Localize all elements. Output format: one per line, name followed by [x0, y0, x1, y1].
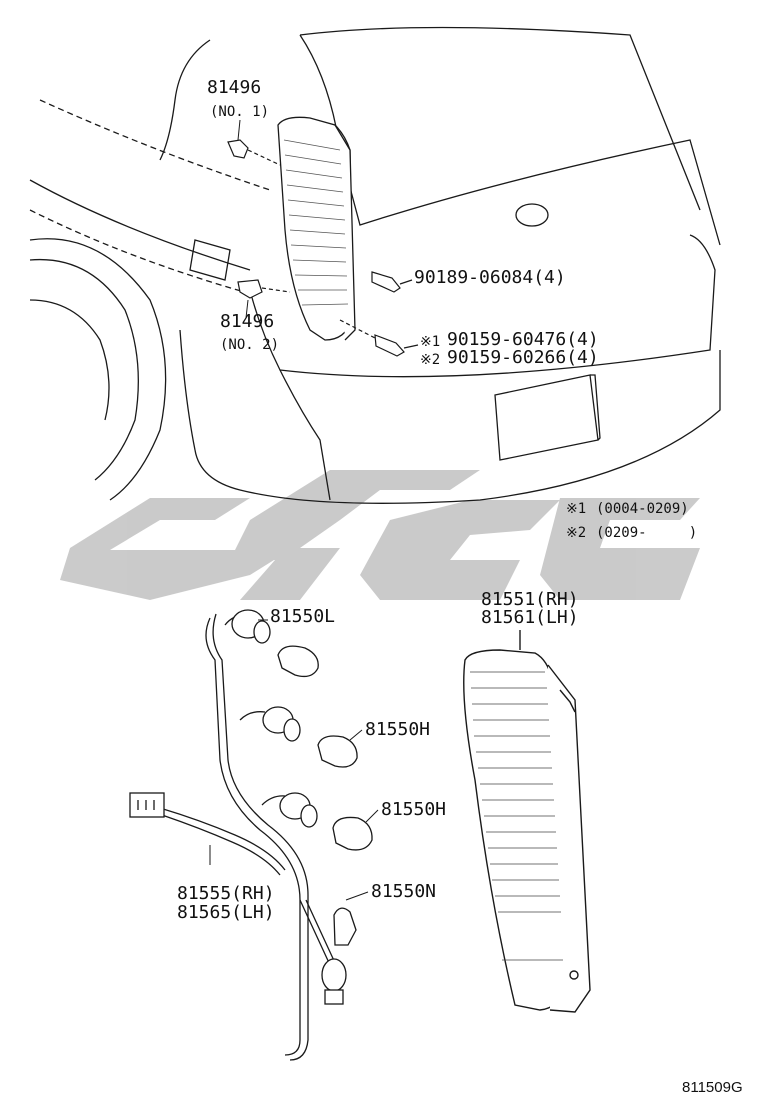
watermark-logo [60, 470, 700, 600]
leader-lines [209, 619, 379, 901]
screw-upper[interactable] [371, 271, 413, 293]
socket-2[interactable] [262, 706, 301, 742]
note-1-text: (0004-0209) [596, 501, 689, 517]
bracket-clip-no2[interactable] [237, 279, 291, 299]
note-1-mark: ※1 [566, 501, 587, 517]
bulb-81550L[interactable] [277, 645, 319, 678]
callout-81496-no2[interactable]: 81496 [220, 311, 275, 332]
figure-code: 811509G [682, 1079, 743, 1096]
callout-lens-lh[interactable]: 81561(LH) [481, 607, 579, 628]
bulb-81550H-upper[interactable] [317, 735, 358, 768]
callout-81496-no2-sub: (NO. 2) [220, 337, 280, 353]
note-2-text: (0209- ) [596, 525, 698, 541]
callout-harness-lh[interactable]: 81565(LH) [177, 902, 275, 923]
screw-lower[interactable] [339, 319, 419, 357]
callout-bulb-81550L[interactable]: 81550L [270, 606, 336, 627]
mark-2: ※2 [420, 352, 441, 368]
rear-lamp-on-vehicle [277, 116, 356, 341]
callout-bulb-81550N[interactable]: 81550N [371, 881, 437, 902]
bulb-81550N[interactable] [333, 907, 357, 946]
socket-3[interactable] [279, 792, 318, 828]
bracket-clip-no1[interactable] [227, 139, 281, 166]
callout-harness-rh[interactable]: 81555(RH) [177, 883, 275, 904]
note-2-mark: ※2 [566, 525, 587, 541]
vehicle-outline [29, 26, 721, 504]
callout-lens-rh[interactable]: 81551(RH) [481, 589, 579, 610]
callout-screw-upper[interactable]: 90189-06084(4) [414, 267, 566, 288]
lens-assembly[interactable] [463, 630, 591, 1013]
wiring-harness[interactable] [129, 613, 337, 1061]
callout-screw-lower-1[interactable]: 90159-60476(4) [447, 329, 599, 350]
callout-81496-no1-sub: (NO. 1) [210, 104, 270, 120]
callout-81496-no1[interactable]: 81496 [207, 77, 262, 98]
callout-bulb-81550H-upper[interactable]: 81550H [365, 719, 431, 740]
socket-1[interactable] [231, 609, 271, 644]
bulb-81550H-lower[interactable] [332, 816, 373, 851]
mark-1: ※1 [420, 334, 441, 350]
socket-4[interactable] [321, 958, 347, 1005]
callout-bulb-81550H-lower[interactable]: 81550H [381, 799, 447, 820]
callout-screw-lower-2[interactable]: 90159-60266(4) [447, 347, 599, 368]
